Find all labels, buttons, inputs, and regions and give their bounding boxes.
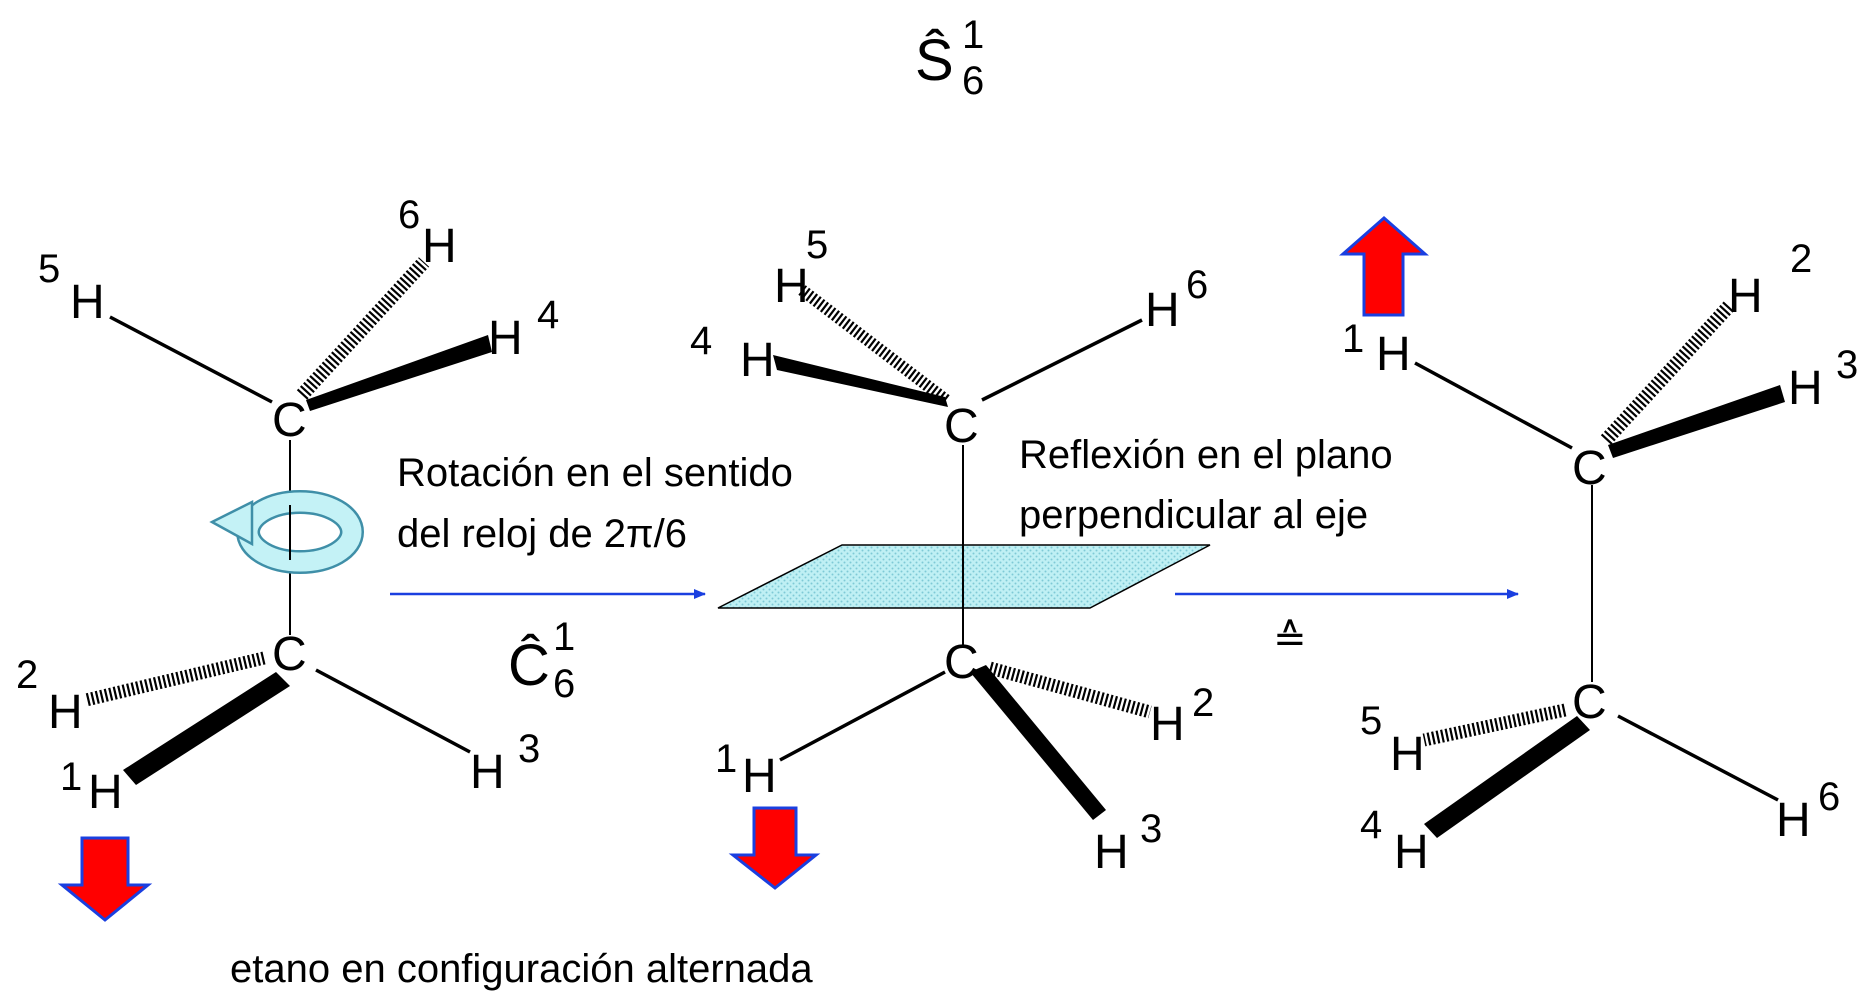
h1-left-number: 1: [60, 755, 82, 799]
bond-h1-right: [1414, 361, 1573, 450]
reflection-step: Reflexión en el plano perpendicular al e…: [1019, 433, 1519, 661]
carbon-bottom-middle: C: [944, 636, 979, 689]
carbon-top-middle: C: [944, 400, 979, 453]
marker-arrow-middle: [728, 806, 821, 890]
h5-middle-number: 5: [806, 223, 828, 267]
h4-left-number: 4: [537, 293, 559, 337]
wedge-h1-left: [123, 672, 290, 785]
h1-right-number: 1: [1342, 317, 1364, 361]
h6-right: H: [1776, 794, 1811, 847]
h4-right: H: [1394, 826, 1429, 879]
reflection-caption-line1: Reflexión en el plano: [1019, 433, 1393, 477]
bond-h3-left: [315, 668, 471, 754]
h3-left: H: [470, 746, 505, 799]
h2-right-number: 2: [1790, 237, 1812, 281]
reflection-caption-line2: perpendicular al eje: [1019, 493, 1368, 537]
bond-h1-middle: [779, 670, 946, 762]
h2-left-number: 2: [16, 653, 38, 697]
rotation-subscript: 6: [553, 662, 575, 706]
h5-left: H: [70, 276, 105, 329]
marker-arrow-left: [57, 836, 153, 922]
hash-h2-right: [1600, 300, 1736, 445]
hash-h2-middle: [988, 661, 1152, 719]
h5-right-number: 5: [1360, 699, 1382, 743]
carbon-top-left: C: [272, 394, 307, 447]
h5-middle: H: [774, 260, 809, 313]
hash-h5-right: [1422, 703, 1567, 747]
h4-middle: H: [740, 334, 775, 387]
carbon-bottom-left: C: [272, 628, 307, 681]
h1-left: H: [88, 766, 123, 819]
operation-superscript: 1: [962, 13, 984, 57]
h6-left: H: [422, 220, 457, 273]
h3-middle: H: [1094, 826, 1129, 879]
wedge-h3-right: [1608, 385, 1785, 458]
h1-middle: H: [742, 750, 777, 803]
hash-h2-left: [84, 651, 266, 707]
h1-middle-number: 1: [715, 737, 737, 781]
marker-arrow-right: [1339, 216, 1429, 317]
wedge-h4-middle: [773, 355, 948, 407]
h2-right: H: [1728, 270, 1763, 323]
clockwise-rotation-icon: [209, 490, 364, 574]
operation-title: Ŝ 1 6: [915, 13, 984, 103]
operation-symbol: Ŝ: [915, 28, 954, 93]
h6-middle-number: 6: [1186, 263, 1208, 307]
h6-middle: H: [1145, 284, 1180, 337]
h6-right-number: 6: [1818, 775, 1840, 819]
footer-caption: etano en configuración alternada: [230, 947, 813, 991]
h5-left-number: 5: [38, 247, 60, 291]
molecule-right: C C H 1 H 2 H 3 H 5 H 4 H 6: [1339, 216, 1858, 879]
h1-right: H: [1376, 328, 1411, 381]
h3-middle-number: 3: [1140, 807, 1162, 851]
wedge-h3-middle: [970, 665, 1106, 820]
bond-h6-middle: [981, 318, 1143, 402]
molecule-left: C C H 5 H 6 H 4 H 2 H 1 H 3: [16, 193, 559, 922]
carbon-bottom-right: C: [1572, 676, 1607, 729]
wedge-h4-left: [306, 335, 492, 411]
h4-left: H: [488, 312, 523, 365]
h2-left: H: [48, 686, 83, 739]
h5-right: H: [1390, 728, 1425, 781]
h3-left-number: 3: [518, 727, 540, 771]
bond-h6-right: [1617, 714, 1779, 802]
h2-middle: H: [1150, 698, 1185, 751]
h6-left-number: 6: [398, 193, 420, 237]
rotation-superscript: 1: [553, 615, 575, 659]
h4-right-number: 4: [1360, 803, 1382, 847]
h3-right: H: [1788, 362, 1823, 415]
h3-right-number: 3: [1836, 343, 1858, 387]
equivalence-symbol: ≙: [1273, 617, 1307, 661]
wedge-h4-right: [1424, 716, 1590, 838]
operation-subscript: 6: [962, 59, 984, 103]
rotation-symbol: Ĉ: [508, 633, 550, 698]
carbon-top-right: C: [1572, 442, 1607, 495]
rotation-caption-line1: Rotación en el sentido: [397, 451, 793, 495]
rotation-step: Rotación en el sentido del reloj de 2π/6…: [390, 451, 793, 706]
bond-h5-left: [109, 315, 273, 404]
h4-middle-number: 4: [690, 319, 712, 363]
h2-middle-number: 2: [1192, 681, 1214, 725]
rotation-caption-line2: del reloj de 2π/6: [397, 512, 687, 556]
molecule-middle: C C H 5 H 6 H 4 H 2 H 1 H 3: [690, 223, 1214, 890]
